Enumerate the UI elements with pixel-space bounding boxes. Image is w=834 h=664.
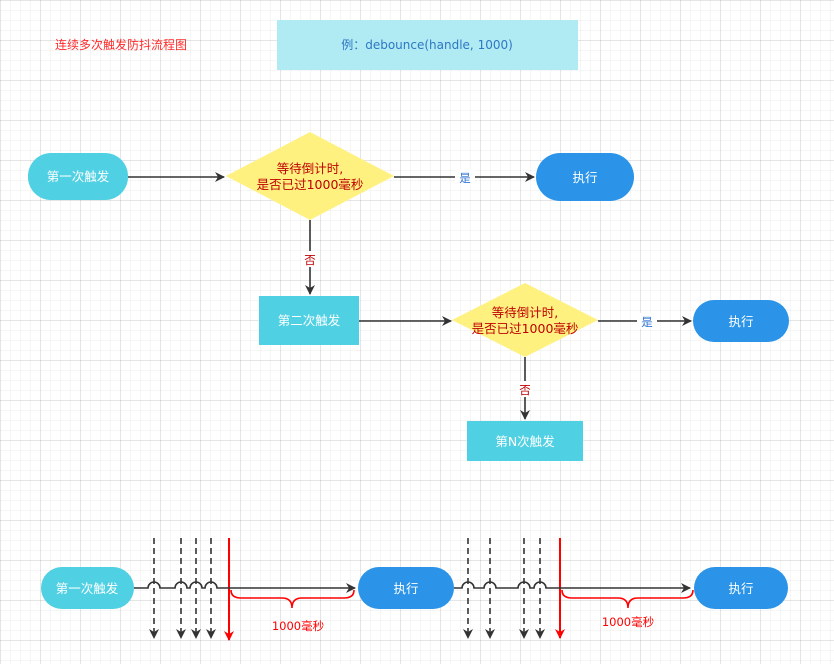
decision-1-line2: 是否已过1000毫秒 — [257, 177, 364, 192]
execute-label-2: 执行 — [728, 314, 753, 329]
decision-2-line2: 是否已过1000毫秒 — [472, 321, 579, 336]
diagram-title: 连续多次触发防抖流程图 — [55, 37, 187, 52]
interval-label-2: 1000毫秒 — [602, 615, 654, 629]
example-label: 例：debounce(handle, 1000) — [341, 38, 513, 52]
timeline-execute-label-1: 执行 — [393, 581, 418, 596]
timeline-start-label: 第一次触发 — [56, 581, 119, 596]
timeline-execute-node-2 — [694, 567, 788, 609]
execute-node-2 — [693, 300, 789, 342]
yes-label-1: 是 — [459, 171, 471, 185]
timeline: 1000毫秒 1000毫秒 第一次触发 执行 执行 — [41, 538, 788, 641]
decision-2-line1: 等待倒计时, — [492, 305, 558, 320]
first-trigger-label: 第一次触发 — [47, 169, 110, 184]
yes-label-bg-1 — [455, 169, 475, 185]
no-label-bg-1 — [302, 251, 318, 267]
yes-label-2: 是 — [641, 315, 653, 329]
decision-node-2 — [452, 283, 598, 357]
second-trigger-node — [259, 296, 359, 345]
interval-brace-1 — [230, 589, 355, 609]
timeline-execute-node-1 — [358, 567, 454, 609]
example-box — [277, 20, 578, 70]
no-label-2: 否 — [519, 383, 531, 397]
no-label-1: 否 — [304, 253, 316, 267]
timeline-start-node — [41, 567, 134, 609]
no-label-bg-2 — [517, 381, 533, 397]
timeline-execute-label-2: 执行 — [728, 581, 753, 596]
yes-label-bg-2 — [637, 313, 657, 329]
interval-brace-2 — [561, 589, 694, 609]
nth-trigger-node — [467, 421, 583, 461]
timeline-line-2 — [454, 581, 691, 593]
execute-node-1 — [536, 153, 634, 201]
timeline-line-1 — [134, 581, 356, 593]
decision-1-line1: 等待倒计时, — [277, 161, 343, 176]
interval-label-1: 1000毫秒 — [272, 619, 324, 633]
decision-node-1 — [226, 132, 394, 220]
first-trigger-node — [28, 153, 128, 200]
nth-trigger-label: 第N次触发 — [495, 434, 555, 449]
execute-label-1: 执行 — [572, 170, 597, 185]
second-trigger-label: 第二次触发 — [278, 313, 341, 328]
